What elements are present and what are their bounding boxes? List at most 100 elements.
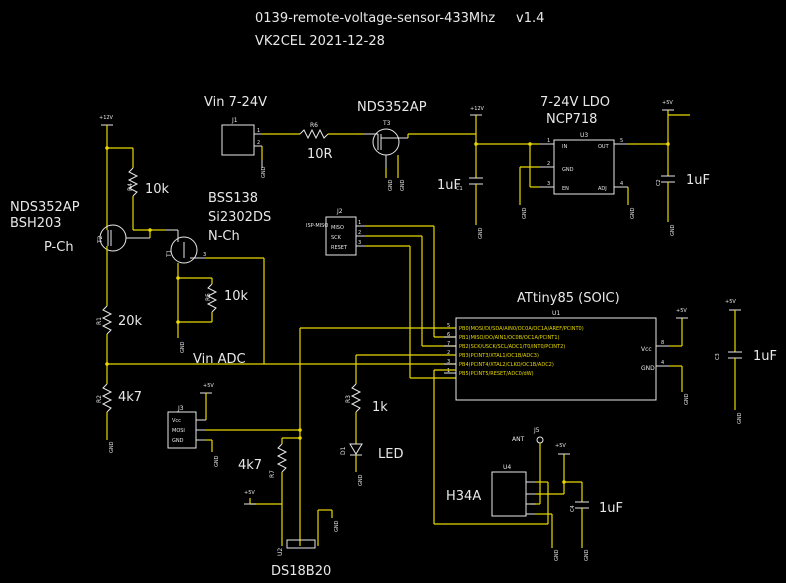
p5-ldo: +5V bbox=[662, 100, 673, 106]
svg-text:8: 8 bbox=[661, 340, 664, 346]
svg-text:GND: GND bbox=[400, 179, 406, 191]
svg-text:GND: GND bbox=[109, 441, 115, 453]
c3-value: 1uF bbox=[753, 349, 777, 364]
r1-value: 20k bbox=[118, 314, 143, 329]
u1-pin-number: 1 bbox=[447, 368, 450, 374]
svg-text:OUT: OUT bbox=[598, 144, 610, 150]
svg-text:SCK: SCK bbox=[331, 235, 342, 241]
c1-value: 1uF bbox=[437, 178, 461, 193]
u1-vcc: Vcc bbox=[641, 346, 652, 353]
u1-attiny85 bbox=[455, 317, 657, 401]
u1-pin-number: 6 bbox=[447, 332, 450, 338]
led-label: LED bbox=[378, 447, 403, 462]
t1-part: BSS138 bbox=[208, 191, 258, 206]
svg-text:Vcc: Vcc bbox=[172, 418, 181, 424]
svg-text:+5V: +5V bbox=[203, 383, 214, 389]
svg-text:ADJ: ADJ bbox=[598, 186, 607, 192]
p12-left: +12V bbox=[99, 115, 114, 121]
u1-pin-number: 3 bbox=[447, 359, 450, 365]
t1-mosfet bbox=[170, 236, 198, 264]
svg-text:2: 2 bbox=[358, 230, 361, 236]
author-line: VK2CEL 2021-12-28 bbox=[255, 34, 385, 49]
svg-text:MISO: MISO bbox=[331, 225, 344, 231]
c2-ref: C2 bbox=[656, 179, 662, 186]
p12-right: +12V bbox=[470, 106, 485, 112]
ncp-label: NCP718 bbox=[546, 112, 597, 127]
svg-text:5: 5 bbox=[620, 138, 623, 144]
u1-pin-label: PB0(MOSI/DI/SDA/AIN0/OC0A/OC1A/AREF/PCIN… bbox=[459, 326, 584, 332]
svg-text:+5V: +5V bbox=[555, 443, 566, 449]
svg-text:GND: GND bbox=[630, 207, 636, 219]
r2-value: 4k7 bbox=[118, 390, 142, 405]
c3-ref: C3 bbox=[715, 353, 721, 360]
u1-pin-label: PB4(PCINT4/XTAL2/CLKO/OC1B/ADC2) bbox=[459, 362, 554, 368]
version: v1.4 bbox=[516, 11, 544, 26]
svg-text:GND: GND bbox=[562, 167, 574, 173]
u1-pin-number: 5 bbox=[447, 323, 450, 329]
j3-ref: J3 bbox=[177, 405, 184, 412]
r3-ref: R3 bbox=[345, 395, 352, 403]
u1-gnd: GND bbox=[641, 365, 655, 372]
svg-text:GND: GND bbox=[584, 549, 590, 561]
svg-text:3: 3 bbox=[203, 252, 206, 258]
ldo-label: 7-24V LDO bbox=[540, 95, 610, 110]
r2-resistor bbox=[101, 383, 113, 413]
j2-header: ISP-MISO bbox=[306, 223, 328, 229]
r3-value: 1k bbox=[372, 400, 388, 415]
svg-text:2: 2 bbox=[257, 140, 260, 146]
svg-text:2: 2 bbox=[547, 161, 550, 167]
u2-ds18b20 bbox=[286, 539, 316, 549]
ds18b20-label: DS18B20 bbox=[271, 564, 331, 579]
svg-text:3: 3 bbox=[358, 240, 361, 246]
svg-text:4: 4 bbox=[620, 181, 623, 187]
t2-part: NDS352AP bbox=[10, 200, 80, 215]
vin-adc-label: Vin ADC bbox=[193, 352, 246, 367]
c1-ref: C1 bbox=[456, 186, 463, 192]
t1-ref: T1 bbox=[166, 249, 173, 258]
svg-text:GND: GND bbox=[214, 455, 220, 467]
u1-ref: U1 bbox=[552, 310, 560, 317]
svg-text:GND: GND bbox=[334, 520, 340, 532]
r3-resistor bbox=[350, 383, 362, 413]
svg-text:GND: GND bbox=[737, 412, 743, 424]
svg-text:+5V: +5V bbox=[725, 299, 736, 305]
t3-ref: T3 bbox=[382, 120, 391, 127]
vin-label: Vin 7-24V bbox=[204, 95, 267, 110]
u3-ref: U3 bbox=[580, 132, 588, 139]
u4-ref: U4 bbox=[503, 464, 511, 471]
h34a-label: H34A bbox=[446, 489, 481, 504]
r2-ref: R2 bbox=[96, 395, 103, 403]
r7-ref: R7 bbox=[269, 470, 276, 478]
r4-value: 10k bbox=[145, 182, 170, 197]
r4-resistor bbox=[127, 167, 139, 197]
r1-resistor bbox=[101, 305, 113, 335]
u1-pin-number: 7 bbox=[447, 341, 450, 347]
d1-led bbox=[349, 443, 363, 455]
r5-value: 10k bbox=[224, 289, 249, 304]
j5-antenna bbox=[536, 436, 544, 444]
t1-type: N-Ch bbox=[208, 229, 240, 244]
r6-value: 10R bbox=[307, 147, 333, 162]
r6-resistor bbox=[299, 128, 329, 140]
j5-ref: J5 bbox=[533, 427, 540, 434]
svg-text:GND: GND bbox=[172, 438, 184, 444]
t2-ref: T2 bbox=[97, 235, 104, 244]
t2-type: P-Ch bbox=[44, 240, 74, 255]
svg-text:RESET: RESET bbox=[331, 245, 348, 251]
r7-value: 4k7 bbox=[238, 458, 262, 473]
t3-mosfet bbox=[372, 128, 400, 156]
svg-text:MOSI: MOSI bbox=[172, 428, 185, 434]
svg-text:GND: GND bbox=[478, 227, 484, 239]
c4-ref: C4 bbox=[570, 505, 576, 512]
u4-h34a bbox=[491, 471, 527, 517]
svg-text:GND: GND bbox=[180, 341, 186, 353]
t3-part: NDS352AP bbox=[357, 100, 427, 115]
attiny-label: ATtiny85 (SOIC) bbox=[517, 291, 620, 306]
svg-text:GND: GND bbox=[684, 393, 690, 405]
svg-text:IN: IN bbox=[562, 144, 567, 150]
svg-text:GND: GND bbox=[388, 179, 394, 191]
u1-pin-label: PB5(PCINT5/RESET/ADC0/dW) bbox=[459, 371, 534, 377]
r4-ref: R4 bbox=[127, 183, 134, 191]
